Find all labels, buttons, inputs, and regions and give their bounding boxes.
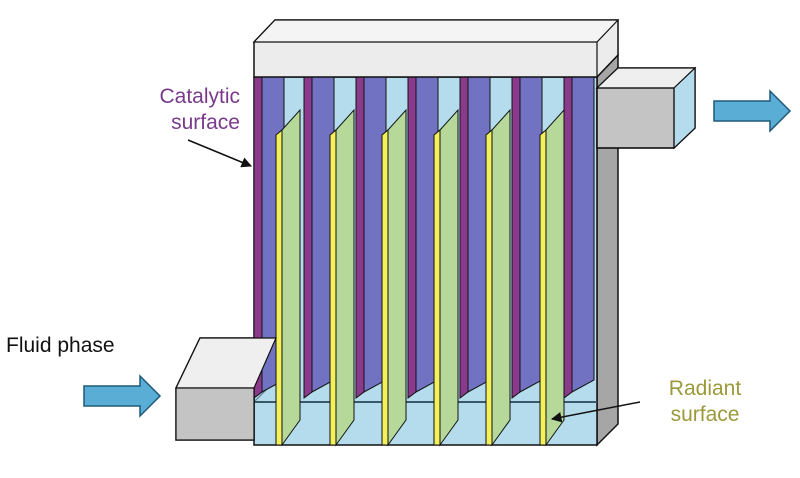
radiant-plate bbox=[545, 108, 565, 447]
catalytic-plate-edge bbox=[511, 76, 521, 399]
radiant-plate bbox=[491, 108, 511, 447]
catalytic-plate-edge bbox=[563, 76, 573, 399]
catalytic-surface-label: Catalytic surface bbox=[110, 84, 240, 136]
radiant-plate-edge bbox=[539, 128, 547, 446]
catalytic-plate-edge bbox=[407, 76, 417, 399]
catalytic-label-line1: Catalytic bbox=[159, 85, 240, 108]
radiant-plate-edge bbox=[275, 128, 283, 446]
radiant-pointer bbox=[550, 401, 641, 423]
inlet-arrow-icon bbox=[83, 374, 162, 418]
radiant-surface-label: Radiant surface bbox=[640, 376, 770, 428]
radiant-plate bbox=[335, 108, 355, 447]
radiant-plate bbox=[281, 108, 301, 447]
radiant-label-line2: surface bbox=[670, 403, 740, 426]
catalytic-plate bbox=[519, 76, 543, 393]
outlet-arrow-icon bbox=[713, 89, 792, 133]
fluid-phase-label: Fluid phase bbox=[6, 334, 115, 357]
radiant-label-line1: Radiant bbox=[668, 377, 742, 400]
catalytic-plate bbox=[571, 76, 595, 393]
radiant-plate bbox=[439, 108, 459, 447]
catalytic-plate-edge bbox=[355, 76, 365, 399]
catalytic-pointer bbox=[187, 139, 252, 168]
radiant-plate-edge bbox=[329, 128, 337, 446]
radiant-plate-edge bbox=[485, 128, 493, 446]
outlet-port bbox=[595, 66, 697, 150]
catalytic-plate-edge bbox=[303, 76, 313, 399]
catalytic-plate-edge bbox=[459, 76, 469, 399]
catalytic-label-line2: surface bbox=[171, 111, 240, 134]
inlet-port bbox=[175, 337, 277, 441]
radiant-plate-edge bbox=[381, 128, 389, 446]
radiant-plate bbox=[387, 108, 407, 447]
radiant-plate-edge bbox=[433, 128, 441, 446]
